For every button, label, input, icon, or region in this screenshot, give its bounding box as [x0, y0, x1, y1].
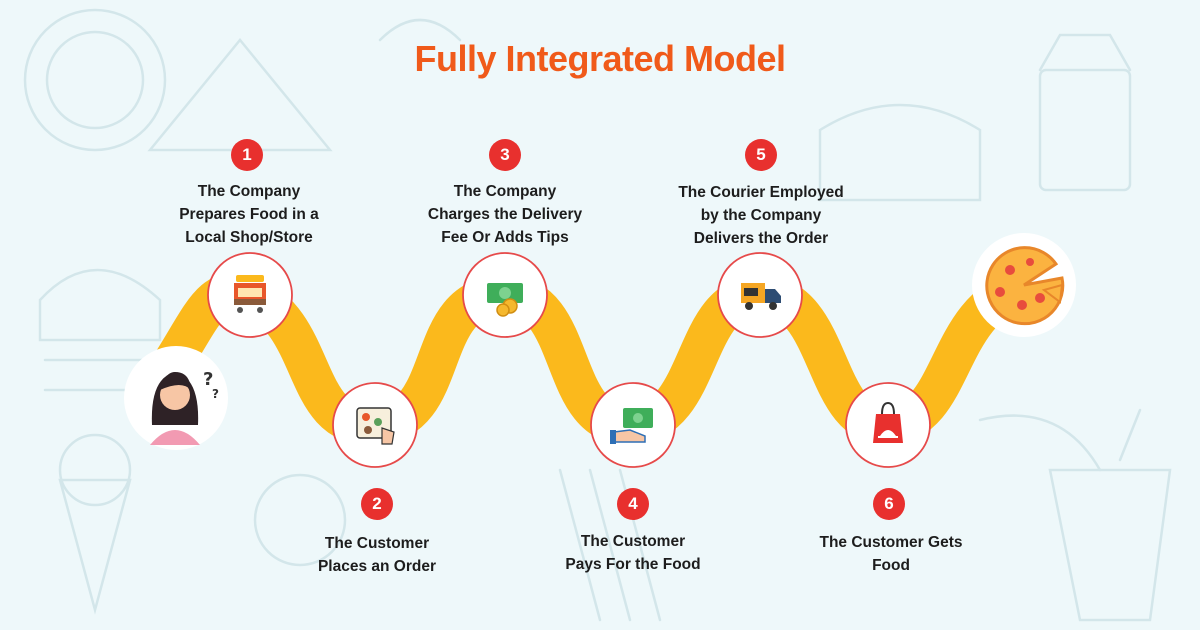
pizza-icon — [985, 246, 1065, 326]
step-label-line: Delivers the Order — [693, 230, 829, 247]
hand-payment-icon — [610, 408, 653, 444]
step-label-line: Prepares Food in a — [179, 206, 319, 223]
step-label-line: The Customer — [580, 533, 686, 550]
cash-coins-icon — [487, 283, 523, 317]
step-badge-5: 5 — [745, 139, 777, 171]
page-title: Fully Integrated Model — [414, 38, 786, 79]
step-node-4 — [590, 382, 676, 468]
step-label-5: The Courier Employed by the Company Deli… — [656, 181, 866, 250]
step-label-line: Charges the Delivery — [427, 206, 583, 223]
step-node-2 — [332, 382, 418, 468]
step-label-line: Local Shop/Store — [185, 229, 313, 246]
step-badge-3: 3 — [489, 139, 521, 171]
step-node-6 — [845, 382, 931, 468]
step-label-line: The Company — [197, 183, 301, 200]
step-label-line: The Courier Employed — [678, 184, 844, 201]
svg-text:?: ? — [212, 387, 219, 401]
step-label-line: The Customer — [324, 535, 430, 552]
thinking-woman-icon: ? ? — [150, 369, 219, 445]
start-node: ? ? — [124, 346, 228, 450]
food-stall-icon — [234, 275, 266, 313]
step-label-line: Food — [872, 557, 910, 574]
step-node-3 — [462, 252, 548, 338]
tap-order-icon — [356, 407, 395, 445]
step-label-line: Pays For the Food — [565, 556, 701, 573]
svg-text:?: ? — [203, 369, 213, 390]
step-label-6: The Customer Gets Food — [786, 531, 996, 577]
step-badge-2: 2 — [361, 488, 393, 520]
step-label-1: The Company Prepares Food in a Local Sho… — [144, 180, 354, 249]
step-label-line: Places an Order — [317, 558, 437, 575]
end-node — [972, 233, 1076, 337]
step-node-1 — [207, 252, 293, 338]
step-label-4: The Customer Pays For the Food — [528, 530, 738, 576]
step-badge-1: 1 — [231, 139, 263, 171]
step-label-2: The Customer Places an Order — [272, 532, 482, 578]
step-badge-6: 6 — [873, 488, 905, 520]
shopping-bag-icon — [873, 401, 903, 443]
step-label-line: Fee Or Adds Tips — [441, 229, 569, 246]
step-label-line: The Company — [453, 183, 557, 200]
step-node-5 — [717, 252, 803, 338]
step-label-line: by the Company — [700, 207, 822, 224]
step-badge-4: 4 — [617, 488, 649, 520]
step-label-line: The Customer Gets — [819, 534, 963, 551]
step-label-3: The Company Charges the Delivery Fee Or … — [400, 180, 610, 249]
delivery-truck-icon — [741, 283, 781, 310]
